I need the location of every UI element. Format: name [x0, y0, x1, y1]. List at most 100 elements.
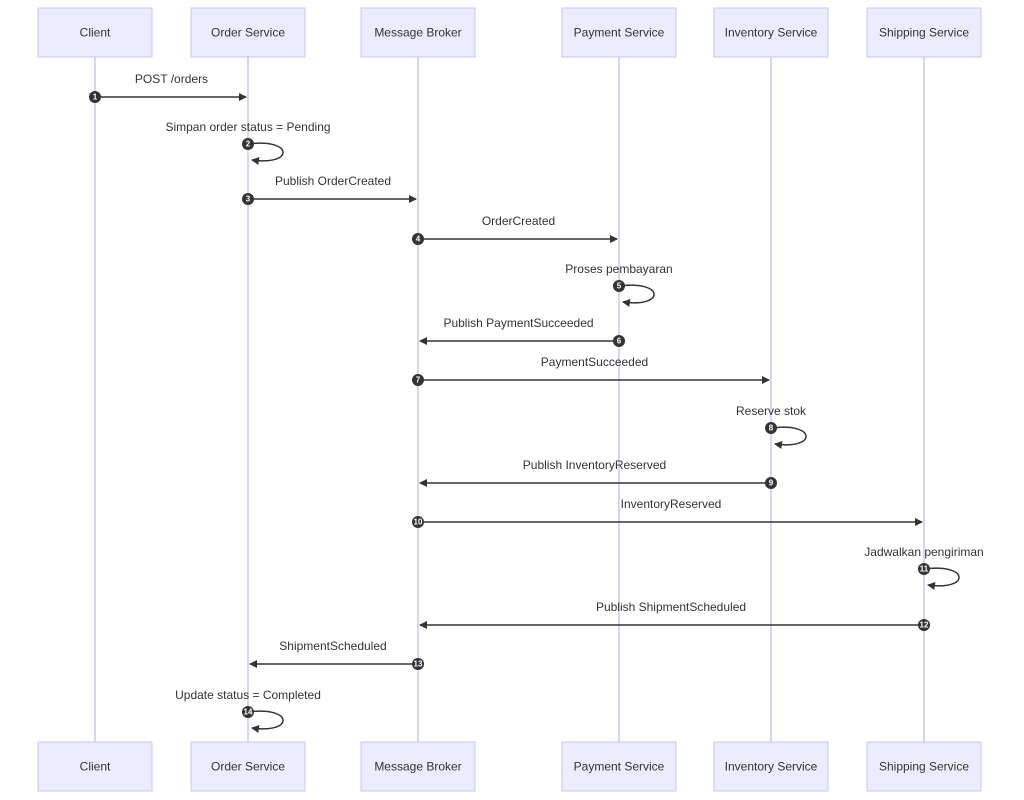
sequence-number-badge: [613, 280, 625, 292]
participant-box: [37, 741, 153, 792]
sequence-number: 13: [414, 660, 423, 669]
participant-label: Order Service: [211, 760, 285, 774]
message-4: OrderCreated 4: [412, 214, 618, 245]
message-label: PaymentSucceeded: [541, 355, 648, 369]
participant-label: Client: [80, 760, 111, 774]
self-message-arrow: [770, 426, 807, 449]
participant-inventory-bottom: Inventory Service: [713, 741, 829, 792]
sequence-number: 1: [93, 93, 98, 102]
participant-shipping-top: Shipping Service: [866, 7, 982, 58]
message-8: Reserve stok 8: [736, 404, 807, 449]
sequence-number: 3: [246, 195, 251, 204]
sequence-number-badge: [242, 193, 254, 205]
sequence-number-badge: [242, 706, 254, 718]
sequence-number: 2: [246, 140, 251, 149]
message-12: Publish ShipmentScheduled 12: [419, 600, 930, 631]
message-label: Publish PaymentSucceeded: [443, 316, 593, 330]
message-5: Proses pembayaran 5: [565, 262, 673, 307]
sequence-number-badge: [412, 374, 424, 386]
participant-box: [360, 741, 476, 792]
message-1: POST /orders 1: [89, 72, 247, 103]
sequence-number-badge: [918, 619, 930, 631]
participant-box: [360, 7, 476, 58]
sequence-number-badge: [765, 477, 777, 489]
message-label: Jadwalkan pengiriman: [864, 545, 983, 559]
message-10: InventoryReserved 10: [412, 497, 923, 528]
sequence-number: 9: [769, 479, 774, 488]
participant-label: Message Broker: [374, 26, 461, 40]
sequence-number: 14: [244, 708, 253, 717]
message-14: Update status = Completed 14: [175, 688, 321, 733]
message-label: Proses pembayaran: [565, 262, 672, 276]
sequence-number-badge: [765, 422, 777, 434]
message-6: Publish PaymentSucceeded 6: [419, 316, 625, 347]
sequence-number-badge: [412, 516, 424, 528]
participant-label: Shipping Service: [879, 26, 969, 40]
participant-box: [713, 741, 829, 792]
message-13: ShipmentScheduled 13: [249, 639, 424, 670]
self-message-arrow: [923, 567, 960, 590]
participant-client-bottom: Client: [37, 741, 153, 792]
self-message-arrow: [618, 284, 655, 307]
message-label: OrderCreated: [482, 214, 555, 228]
participant-box: [561, 7, 677, 58]
message-2: Simpan order status = Pending 2: [165, 120, 331, 165]
message-7: PaymentSucceeded 7: [412, 355, 770, 386]
participant-label: Inventory Service: [725, 760, 818, 774]
sequence-number-badge: [918, 563, 930, 575]
message-label: Reserve stok: [736, 404, 807, 418]
sequence-number: 12: [920, 621, 929, 630]
self-message-arrow: [247, 142, 284, 165]
participant-box: [866, 741, 982, 792]
participant-order-top: Order Service: [190, 7, 306, 58]
message-3: Publish OrderCreated 3: [242, 174, 417, 205]
lifelines: [94, 57, 925, 742]
sequence-number-badge: [613, 335, 625, 347]
participant-inventory-top: Inventory Service: [713, 7, 829, 58]
message-label: Update status = Completed: [175, 688, 321, 702]
participant-box: [561, 741, 677, 792]
sequence-number-badge: [412, 658, 424, 670]
participant-label: Payment Service: [574, 760, 665, 774]
message-label: POST /orders: [135, 72, 208, 86]
message-label: InventoryReserved: [621, 497, 722, 511]
participant-label: Message Broker: [374, 760, 461, 774]
participant-order-bottom: Order Service: [190, 741, 306, 792]
sequence-number: 8: [769, 424, 774, 433]
message-label: Publish OrderCreated: [275, 174, 391, 188]
participant-box: [866, 7, 982, 58]
participant-label: Shipping Service: [879, 760, 969, 774]
participant-box: [713, 7, 829, 58]
sequence-number: 11: [920, 565, 929, 574]
sequence-number: 7: [416, 376, 421, 385]
participant-box: [37, 7, 153, 58]
message-label: Simpan order status = Pending: [165, 120, 330, 134]
message-label: ShipmentScheduled: [279, 639, 386, 653]
sequence-number: 6: [617, 337, 622, 346]
participant-label: Inventory Service: [725, 26, 818, 40]
participant-box: [190, 7, 306, 58]
message-label: Publish ShipmentScheduled: [596, 600, 746, 614]
sequence-number-badge: [412, 233, 424, 245]
message-11: Jadwalkan pengiriman 11: [864, 545, 984, 590]
message-9: Publish InventoryReserved 9: [419, 458, 777, 489]
participant-broker-top: Message Broker: [360, 7, 476, 58]
sequence-number-badge: [242, 138, 254, 150]
sequence-number: 10: [414, 518, 423, 527]
sequence-number: 5: [617, 282, 622, 291]
participant-shipping-bottom: Shipping Service: [866, 741, 982, 792]
participant-box: [190, 741, 306, 792]
participant-payment-top: Payment Service: [561, 7, 677, 58]
message-label: Publish InventoryReserved: [523, 458, 666, 472]
participant-payment-bottom: Payment Service: [561, 741, 677, 792]
participant-label: Client: [80, 26, 111, 40]
participant-label: Payment Service: [574, 26, 665, 40]
self-message-arrow: [247, 710, 284, 733]
participant-broker-bottom: Message Broker: [360, 741, 476, 792]
sequence-number: 4: [416, 235, 421, 244]
participant-client-top: Client: [37, 7, 153, 58]
participant-label: Order Service: [211, 26, 285, 40]
